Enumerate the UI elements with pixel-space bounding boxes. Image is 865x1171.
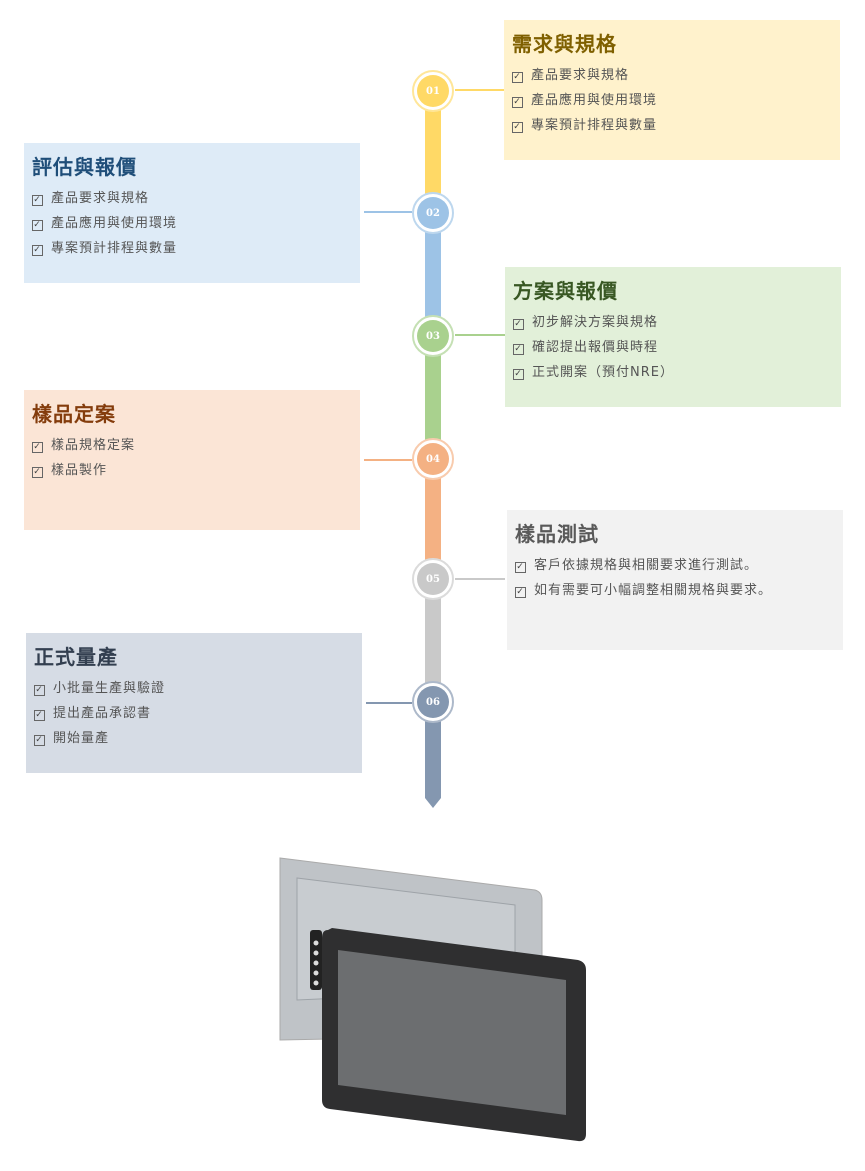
step-title: 樣品定案 [32, 402, 116, 426]
connector-1 [455, 89, 504, 91]
checkbox-icon: ✓ [513, 319, 524, 330]
checkbox-icon: ✓ [512, 97, 523, 108]
checkbox-icon: ✓ [34, 735, 45, 746]
list-item: ✓小批量生產與驗證 [34, 681, 166, 696]
timeline-segment-1 [425, 105, 441, 195]
step-card-4: 樣品定案 ✓樣品規格定案 ✓樣品製作 [24, 390, 360, 530]
step-node-4: 04 [412, 438, 454, 480]
list-item: ✓產品要求與規格 [32, 191, 150, 206]
step-node-3: 03 [412, 315, 454, 357]
list-item: ✓專案預計排程與數量 [512, 118, 658, 133]
list-item: ✓產品要求與規格 [512, 68, 630, 83]
connector-5 [455, 578, 505, 580]
list-item: ✓如有需要可小幅調整相關規格與要求。 [515, 583, 773, 598]
checkbox-icon: ✓ [515, 587, 526, 598]
step-title: 樣品測試 [515, 522, 599, 546]
step-node-2: 02 [412, 192, 454, 234]
checkbox-icon: ✓ [32, 220, 43, 231]
step-node-1: 01 [412, 70, 454, 112]
step-card-1: 需求與規格 ✓產品要求與規格 ✓產品應用與使用環境 ✓專案預計排程與數量 [504, 20, 840, 160]
step-card-5: 樣品測試 ✓客戶依據規格與相關要求進行測試。 ✓如有需要可小幅調整相關規格與要求… [507, 510, 843, 650]
checkbox-icon: ✓ [34, 685, 45, 696]
panel-pc-product-image [279, 857, 586, 1142]
connector-3 [455, 334, 505, 336]
checkbox-icon: ✓ [34, 710, 45, 721]
list-item: ✓客戶依據規格與相關要求進行測試。 [515, 558, 759, 573]
checkbox-icon: ✓ [512, 122, 523, 133]
checkbox-icon: ✓ [515, 562, 526, 573]
checkbox-icon: ✓ [513, 344, 524, 355]
step-title: 需求與規格 [512, 32, 617, 56]
step-card-2: 評估與報價 ✓產品要求與規格 ✓產品應用與使用環境 ✓專案預計排程與數量 [24, 143, 360, 283]
list-item: ✓產品應用與使用環境 [512, 93, 658, 108]
checkbox-icon: ✓ [512, 72, 523, 83]
list-item: ✓產品應用與使用環境 [32, 216, 178, 231]
step-node-5: 05 [412, 558, 454, 600]
timeline-arrow-tip [425, 798, 441, 808]
checkbox-icon: ✓ [32, 195, 43, 206]
step-node-6: 06 [412, 681, 454, 723]
connector-2 [364, 211, 412, 213]
connector-6 [366, 702, 412, 704]
list-item: ✓專案預計排程與數量 [32, 241, 178, 256]
list-item: ✓樣品製作 [32, 463, 108, 478]
checkbox-icon: ✓ [32, 442, 43, 453]
list-item: ✓正式開案（預付NRE） [513, 365, 674, 380]
step-title: 方案與報價 [513, 279, 618, 303]
checkbox-icon: ✓ [32, 467, 43, 478]
step-title: 評估與報價 [32, 155, 137, 179]
list-item: ✓初步解決方案與規格 [513, 315, 659, 330]
list-item: ✓開始量產 [34, 731, 110, 746]
step-card-6: 正式量產 ✓小批量生產與驗證 ✓提出產品承認書 ✓開始量產 [26, 633, 362, 773]
list-item: ✓樣品規格定案 [32, 438, 136, 453]
step-title: 正式量產 [34, 645, 118, 669]
connector-4 [364, 459, 412, 461]
checkbox-icon: ✓ [32, 245, 43, 256]
list-item: ✓確認提出報價與時程 [513, 340, 659, 355]
list-item: ✓提出產品承認書 [34, 706, 152, 721]
step-card-3: 方案與報價 ✓初步解決方案與規格 ✓確認提出報價與時程 ✓正式開案（預付NRE） [505, 267, 841, 407]
checkbox-icon: ✓ [513, 369, 524, 380]
